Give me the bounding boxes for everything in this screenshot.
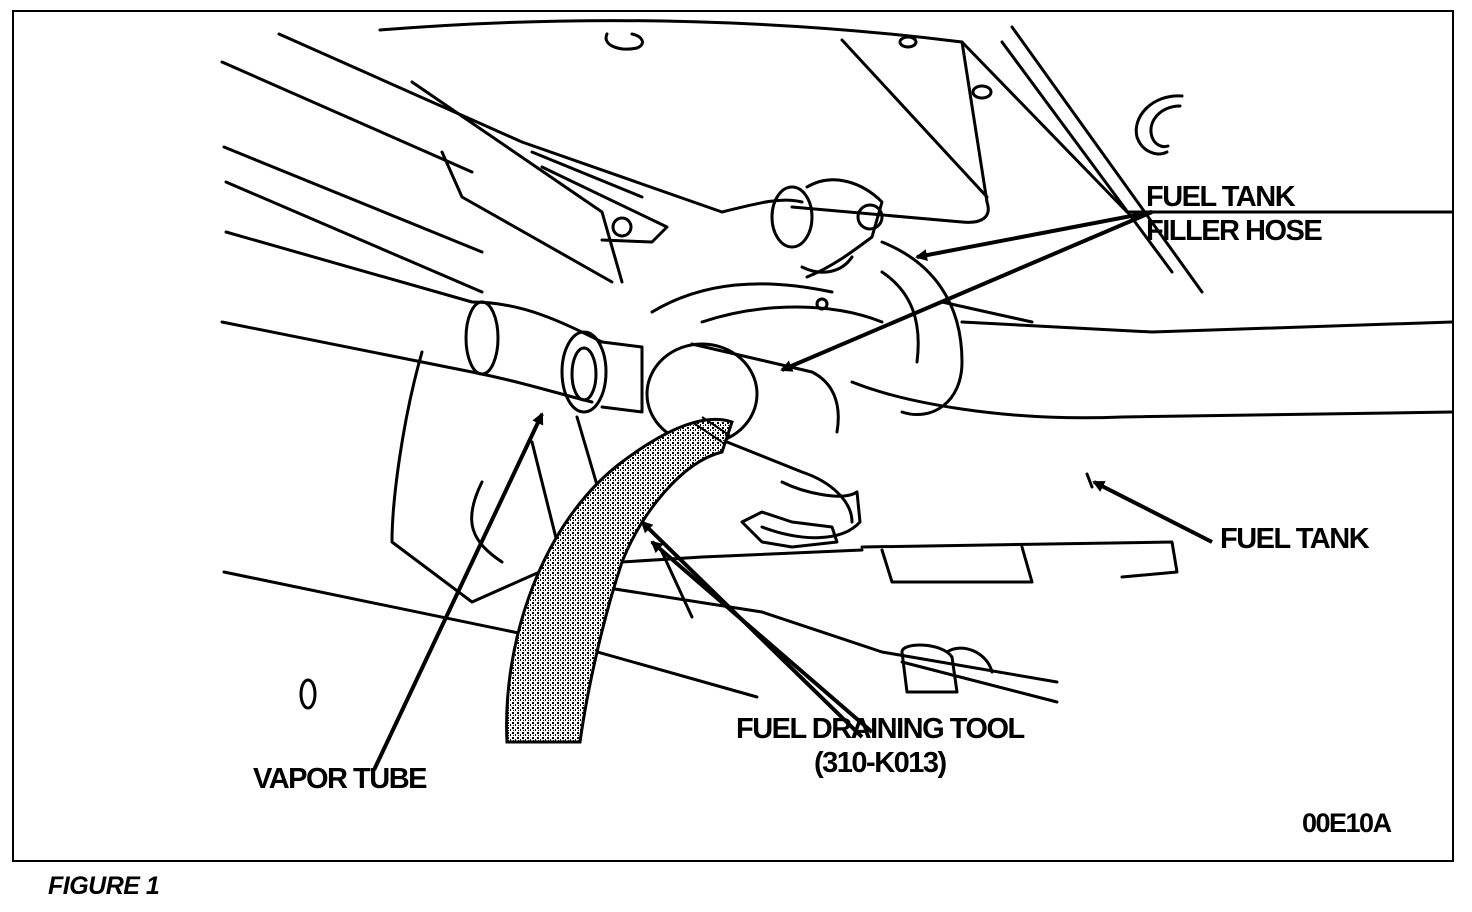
rail-low-2 <box>220 320 474 374</box>
fuel-system-illustration <box>220 19 1452 771</box>
strap-clip <box>900 643 959 694</box>
filler-hose-clamp <box>805 178 884 279</box>
label-vapor-tube: VAPOR TUBE <box>253 763 427 795</box>
floor-panel-inner <box>840 38 989 199</box>
floor-rib <box>1000 40 1174 274</box>
label-fuel-draining-tool: FUEL DRAINING TOOL (310-K013) <box>736 712 1025 780</box>
fuel-tank-lip <box>620 548 864 564</box>
filler-hose-bend-inner <box>880 270 920 364</box>
label-line: FUEL DRAINING TOOL <box>736 713 1025 745</box>
filler-hose-clamp-ring <box>770 185 814 249</box>
filler-hose-bend <box>880 240 964 417</box>
filler-hose-neck <box>650 282 834 314</box>
tool-bracket-3 <box>660 550 694 619</box>
filler-hose-clamp-screw <box>856 203 884 231</box>
floor-hole <box>299 678 317 710</box>
label-line: (310-K013) <box>814 747 947 779</box>
label-line: FUEL TANK <box>1146 181 1296 213</box>
fuel-tank-rear-3 <box>940 300 1034 324</box>
rail-strap-2 <box>440 150 614 284</box>
rail-mid <box>222 145 484 254</box>
fuel-draining-tool-hose-ribs <box>691 416 733 443</box>
leader-vapor-tube <box>372 412 544 771</box>
fuel-tank-rear <box>850 380 1452 420</box>
rail-upper-2 <box>220 60 474 174</box>
leader-draining-tool-2 <box>650 540 874 734</box>
rail-mid-2 <box>224 180 484 294</box>
floor-rib-2 <box>1010 25 1204 294</box>
floor-hook <box>1134 94 1184 156</box>
vapor-tube-fitting-inner <box>570 346 598 402</box>
leader-filler-hose-1 <box>915 210 1153 262</box>
figure-caption: FIGURE 1 <box>48 872 160 900</box>
tool-bracket-4 <box>470 480 504 564</box>
fuel-tank-mark <box>1085 472 1094 489</box>
vapor-tube-fitting <box>560 330 608 414</box>
strap-lower-3 <box>900 660 1059 704</box>
label-fuel-tank: FUEL TANK <box>1220 523 1370 555</box>
filler-pipe-top <box>690 342 840 434</box>
rail-strap <box>410 80 624 284</box>
label-part-code: 00E10A <box>1302 808 1392 838</box>
floor-hole <box>604 32 644 51</box>
label-fuel-tank-filler-hose: FUEL TANK FILLER HOSE <box>1146 180 1323 248</box>
rail-upper <box>277 32 724 214</box>
rail-low <box>224 230 474 304</box>
filler-hose-neck-2 <box>700 305 884 324</box>
fuel-tank-edge <box>390 350 564 604</box>
strap-clip-2 <box>945 646 994 674</box>
strap-lower-2 <box>600 585 1059 684</box>
floor-hole <box>898 35 918 49</box>
filler-pipe-clamp <box>760 480 862 540</box>
vapor-tube-collar <box>600 340 644 414</box>
label-line: FILLER HOSE <box>1146 215 1323 247</box>
leader-filler-hose-2 <box>780 210 1153 372</box>
floor-hole <box>971 84 993 100</box>
fuel-tank-rear-2 <box>960 320 1452 334</box>
floor-hook-inner <box>1149 104 1182 149</box>
fuel-tank-seam <box>880 545 1034 584</box>
filler-hose-upper <box>720 198 804 214</box>
leader-fuel-tank <box>1092 480 1213 544</box>
bracket <box>540 165 669 244</box>
vapor-tube-end <box>464 300 500 376</box>
strap-lower <box>222 570 759 699</box>
filler-hose-clamp-band <box>800 255 854 274</box>
fuel-draining-tool-hose <box>505 417 734 744</box>
diagram-frame <box>12 10 1454 862</box>
rail-strap-3 <box>530 150 644 199</box>
bolt <box>611 216 633 238</box>
filler-pipe-clamp-tab <box>740 510 839 549</box>
fuel-tank-edge-2 <box>860 540 1179 579</box>
filler-pipe-bottom <box>725 440 854 524</box>
floor-panel-edge <box>378 19 990 224</box>
